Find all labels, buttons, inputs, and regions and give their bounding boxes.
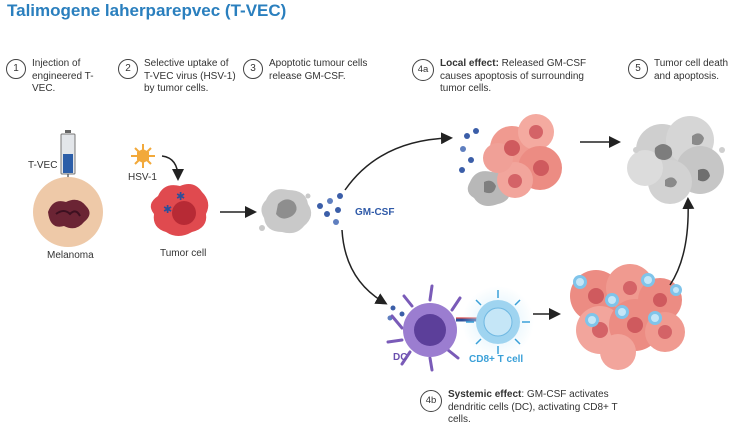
hsv1-virus-icon	[131, 144, 155, 168]
cd8-t-cell-icon	[462, 286, 534, 358]
step-number: 4a	[412, 59, 434, 81]
step-3: 3 Apoptotic tumour cells release GM-CSF.	[243, 58, 378, 83]
svg-text:✱: ✱	[176, 190, 185, 203]
gmcsf-dots-icon	[317, 193, 343, 225]
step-number: 4b	[420, 390, 442, 412]
melanoma-label: Melanoma	[47, 250, 94, 261]
gmcsf-label: GM-CSF	[355, 207, 394, 218]
dendritic-cell-icon	[386, 284, 462, 372]
melanoma-icon	[33, 177, 103, 247]
arrow-3-to-4a	[344, 132, 453, 191]
dead-tumor-cells-icon	[627, 116, 725, 204]
step-text: Local effect: Released GM-CSF causes apo…	[440, 58, 612, 96]
tumor-cell-icon: ✱ ✱	[150, 184, 209, 236]
svg-text:✱: ✱	[163, 203, 172, 216]
cd8-label: CD8+ T cell	[469, 354, 523, 365]
tvec-diagram: T-VEC Melanoma HSV-1 ✱ ✱ Tumor cell GM-	[28, 114, 725, 372]
step-number: 5	[628, 59, 648, 79]
step-number: 3	[243, 59, 263, 79]
step-number: 1	[6, 59, 26, 79]
arrow-4b-to-5	[669, 197, 695, 286]
step-text: Tumor cell death and apoptosis.	[654, 58, 729, 82]
dc-label: DC	[393, 352, 407, 363]
step-text: Injection of engineered T-VEC.	[32, 58, 94, 94]
uptake-arrow	[161, 155, 184, 181]
step-1: 1 Injection of engineered T-VEC.	[6, 58, 111, 96]
step-text: Apoptotic tumour cells release GM-CSF.	[269, 58, 368, 82]
step-number: 2	[118, 59, 138, 79]
step-4a: 4a Local effect: Released GM-CSF causes …	[412, 58, 612, 96]
step-5: 5 Tumor cell death and apoptosis.	[628, 58, 738, 83]
tvec-label: T-VEC	[28, 160, 57, 171]
local-effect-tumor-mass-icon	[459, 114, 562, 206]
apoptotic-cell-icon	[259, 189, 312, 234]
arrow-3-to-4b	[341, 229, 388, 305]
systemic-effect-tumor-mass-icon	[570, 264, 685, 370]
tumor-cell-label: Tumor cell	[160, 248, 206, 259]
step-bold-label: Systemic effect	[448, 389, 522, 400]
hsv1-label: HSV-1	[128, 172, 157, 183]
step-desc: Released GM-CSF causes apoptosis of surr…	[440, 58, 587, 94]
step-2: 2 Selective uptake of T-VEC virus (HSV-1…	[118, 58, 238, 96]
step-bold-label: Local effect:	[440, 58, 499, 69]
page-title: Talimogene laherparepvec (T-VEC)	[7, 1, 287, 20]
step-text: Selective uptake of T-VEC virus (HSV-1) …	[144, 58, 236, 94]
